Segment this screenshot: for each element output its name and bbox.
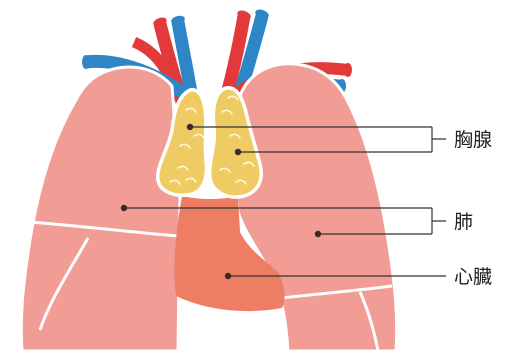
marker-lung-left — [121, 205, 127, 211]
left-lung — [21, 67, 180, 351]
marker-thymus-right — [235, 149, 241, 155]
bracket-lung — [432, 208, 446, 234]
label-heart: 心臓 — [454, 266, 492, 288]
marker-lung-right — [315, 231, 321, 237]
marker-heart — [225, 273, 231, 279]
label-lung: 肺 — [454, 211, 473, 233]
label-thymus: 胸腺 — [454, 129, 492, 151]
bracket-thymus — [432, 127, 446, 152]
marker-thymus-left — [187, 124, 193, 130]
